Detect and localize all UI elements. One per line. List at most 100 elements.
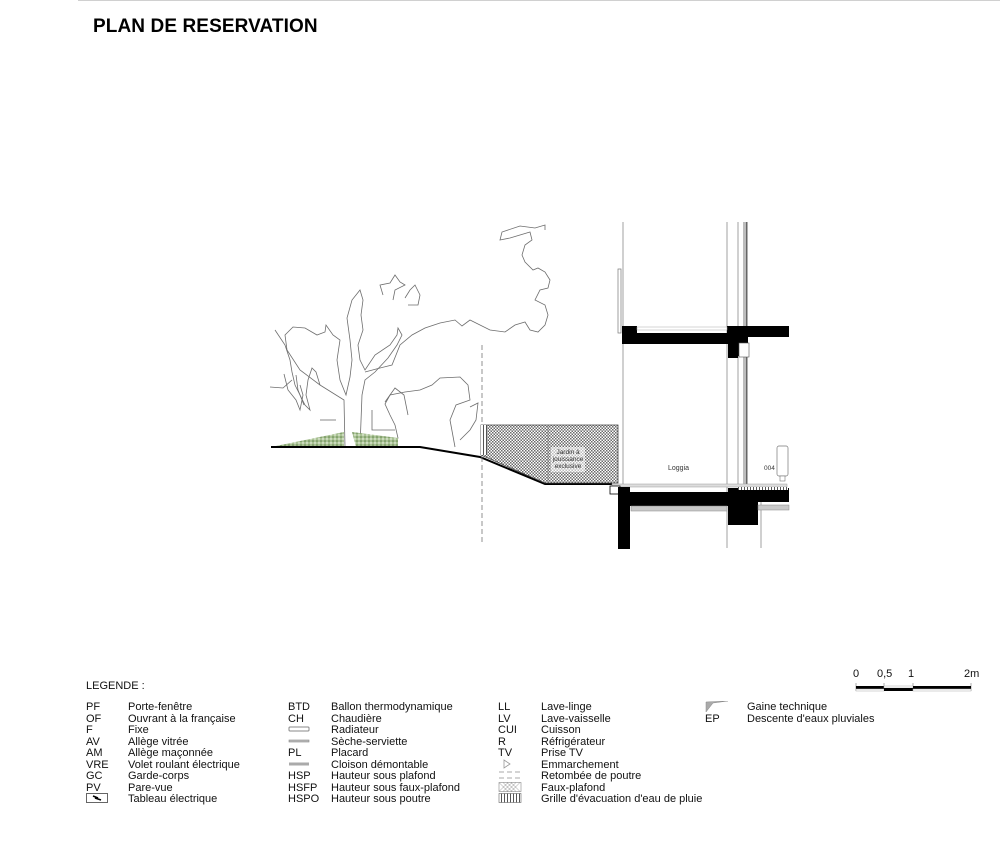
- legend-item: F Fixe: [86, 724, 240, 737]
- legend-item: PF Porte-fenêtre: [86, 701, 240, 714]
- legend-column-4: Gaine technique EP Descente d'eaux pluvia…: [705, 700, 875, 726]
- legend-item: HSPO Hauteur sous poutre: [288, 793, 460, 806]
- legend-label: Chaudière: [331, 712, 382, 725]
- legend-label: Hauteur sous faux-plafond: [331, 781, 461, 794]
- lower-slab: [618, 487, 789, 549]
- legend-label: Hauteur sous poutre: [331, 793, 431, 805]
- scale-tick-label: 0,5: [877, 668, 893, 680]
- legend-item: AV Allège vitrée: [86, 735, 240, 749]
- legend-label: Descente d'eaux pluviales: [747, 712, 875, 725]
- tree-outline: [269, 224, 551, 448]
- legend-label: Prise TV: [541, 747, 583, 759]
- legend-label: Allège vitrée: [128, 735, 189, 748]
- garden-hatch: [480, 424, 619, 484]
- radiator-icon: [288, 726, 310, 732]
- legend-code: LL: [498, 701, 511, 713]
- legend-item: R Réfrigérateur: [498, 735, 702, 749]
- legend-item: LL Lave-linge: [498, 701, 702, 714]
- legend-item: Faux-plafond: [498, 781, 702, 795]
- legend-code: PV: [86, 781, 101, 794]
- legend-item: VRE Volet roulant électrique: [86, 758, 240, 772]
- ground-line: [271, 446, 612, 485]
- legend-code: VRE: [86, 758, 109, 771]
- legend-label: Radiateur: [331, 724, 379, 736]
- legend-label: Grille d'évacuation d'eau de pluie: [541, 793, 703, 805]
- radiator-symbol: [776, 445, 789, 477]
- false-ceiling-hatch-icon: [498, 781, 522, 792]
- legend-label: Faux-plafond: [541, 781, 606, 794]
- grass-patch-right: [352, 432, 398, 447]
- beam-drop-icon: [499, 771, 521, 779]
- legend-label: Lave-vaisselle: [541, 712, 611, 725]
- legend-label: Placard: [331, 747, 369, 759]
- legend-item: Retombée de poutre: [498, 770, 702, 783]
- legend-item: LV Lave-vaisselle: [498, 712, 702, 726]
- technical-duct-icon: [705, 700, 729, 713]
- legend-code: PL: [288, 747, 302, 759]
- legend-code: PF: [86, 701, 101, 713]
- legend-label: Sèche-serviette: [331, 735, 408, 748]
- legend-label: Garde-corps: [128, 770, 190, 782]
- towel-dryer-icon: [288, 739, 310, 742]
- scale-graphic: [855, 683, 972, 692]
- legend-label: Pare-vue: [128, 781, 173, 794]
- legend-code: AV: [86, 735, 100, 748]
- legend-label: Cuisson: [541, 724, 581, 736]
- legend-item: Emmarchement: [498, 758, 702, 772]
- legend-label: Cloison démontable: [331, 758, 429, 771]
- upper-slab: [622, 326, 789, 358]
- legend-code: HSFP: [288, 781, 318, 794]
- legend-code: HSP: [288, 770, 311, 782]
- legend-label: Volet roulant électrique: [128, 758, 240, 771]
- legend-code: EP: [705, 712, 720, 725]
- legend-heading: LEGENDE :: [86, 680, 145, 692]
- legend-label: Retombée de poutre: [541, 770, 642, 782]
- legend-label: Hauteur sous plafond: [331, 770, 436, 782]
- legend-item: Sèche-serviette: [288, 735, 460, 749]
- legend-label: Tableau électrique: [128, 793, 218, 805]
- legend-label: Fixe: [128, 724, 149, 736]
- legend-code: CUI: [498, 724, 517, 736]
- legend-item: EP Descente d'eaux pluviales: [705, 712, 875, 726]
- legend-code: R: [498, 735, 506, 748]
- legend-item: Grille d'évacuation d'eau de pluie: [498, 793, 703, 806]
- legend-label: Gaine technique: [747, 701, 828, 713]
- garden-label-1: Jardin à: [556, 449, 580, 456]
- legend-label: Ouvrant à la française: [128, 712, 236, 725]
- electrical-panel-icon: [86, 793, 108, 803]
- page-title: PLAN DE RESERVATION: [93, 16, 318, 37]
- legend-label: Porte-fenêtre: [128, 701, 193, 713]
- legend-label: Emmarchement: [541, 758, 619, 771]
- legend-item: PL Placard: [288, 747, 460, 760]
- legend-item: HSP Hauteur sous plafond: [288, 770, 460, 783]
- room-number-label: 004: [764, 465, 775, 472]
- drain-grille-icon: [498, 793, 522, 803]
- legend-label: Lave-linge: [541, 701, 592, 713]
- removable-partition-icon: [289, 762, 309, 765]
- garden-label-2: jouissance: [552, 456, 584, 463]
- legend-item: CUI Cuisson: [498, 724, 702, 737]
- scale-tick-label: 1: [908, 668, 915, 680]
- legend-item: AM Allège maçonnée: [86, 747, 240, 760]
- scale-bar: 0 0,5 1 2m: [850, 668, 980, 698]
- garden-label-3: exclusive: [555, 463, 582, 470]
- legend-label: Ballon thermodynamique: [331, 701, 453, 713]
- legend-code: AM: [86, 747, 103, 759]
- step-arrow-icon: [503, 758, 511, 769]
- legend-label: Réfrigérateur: [541, 735, 606, 748]
- legend-code: LV: [498, 712, 511, 725]
- scale-tick-label: 0: [853, 668, 860, 680]
- legend-label: Allège maçonnée: [128, 747, 214, 759]
- legend-item: Tableau électrique: [86, 793, 240, 806]
- legend-code: BTD: [288, 701, 310, 713]
- legend-code: TV: [498, 747, 513, 759]
- grass-patch-left: [271, 432, 344, 447]
- legend-code: F: [86, 724, 93, 736]
- legend-code: HSPO: [288, 793, 320, 805]
